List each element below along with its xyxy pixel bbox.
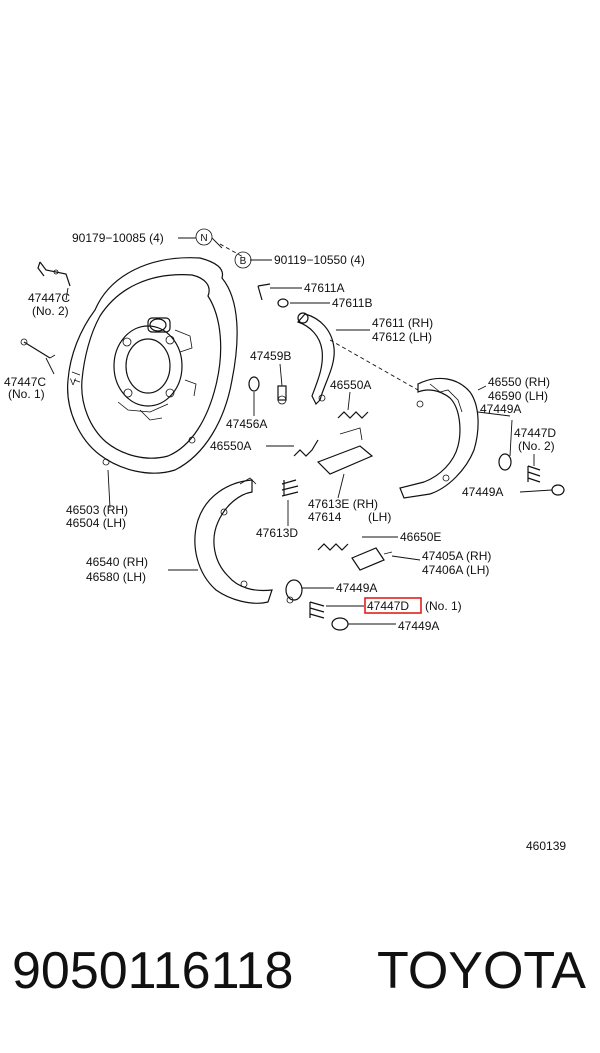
label-47456A: 47456A: [226, 417, 267, 431]
label-47613E-rh: 47613E (RH): [308, 497, 378, 511]
dash-line-1: [219, 243, 246, 259]
label-47459B: 47459B: [250, 349, 291, 363]
label-47612-lh: 47612 (LH): [372, 330, 432, 344]
highlight-box: [364, 597, 422, 614]
label-47613D: 47613D: [256, 526, 298, 540]
label-47614-lh: (LH): [368, 510, 391, 524]
label-47405A-rh: 47405A (RH): [422, 549, 491, 563]
label-46550A-upper: 46550A: [330, 378, 371, 392]
adjuster-parts: [285, 543, 393, 631]
svg-text:N: N: [200, 233, 207, 244]
label-47611B: 47611B: [332, 296, 372, 310]
small-parts-left: [20, 261, 71, 359]
label-47447C-no2: 47447C: [28, 291, 70, 305]
dash-line-2: [329, 339, 419, 391]
label-47449A-lower-1: 47449A: [336, 581, 377, 595]
label-46650E: 46650E: [400, 530, 441, 544]
label-46503-rh: 46503 (RH): [66, 503, 128, 517]
label-47447D-no1-sub: (No. 1): [425, 599, 462, 613]
label-47447D-no2-sub: (No. 2): [518, 439, 555, 453]
diagram-reference-number: 460139: [526, 839, 566, 853]
part-number: 9050116118: [12, 942, 294, 1000]
label-47406A-lh: 47406A (LH): [422, 563, 489, 577]
label-47449A-lower-2: 47449A: [398, 619, 439, 633]
leader-lines: [45, 237, 553, 625]
brand-name: TOYOTA: [377, 942, 586, 1000]
label-90119-10550: 90119−10550 (4): [274, 253, 365, 267]
brake-shoe-left-drawing: [194, 477, 273, 604]
label-47447D-no2: 47447D: [514, 426, 556, 440]
label-46590-lh: 46590 (LH): [488, 389, 548, 403]
svg-text:B: B: [240, 256, 247, 267]
label-90179-10085: 90179−10085 (4): [72, 231, 164, 245]
label-46504-lh: 46504 (LH): [66, 516, 126, 530]
brake-parts-diagram: V: [4, 228, 566, 853]
label-47614: 47614: [308, 510, 342, 524]
label-47449A-right-upper: 47449A: [480, 402, 521, 416]
label-46550-rh: 46550 (RH): [488, 375, 550, 389]
label-47447D-highlighted[interactable]: 47447D: [367, 599, 409, 613]
label-47447C-no1-sub: (No. 1): [8, 387, 45, 401]
label-47611-rh: 47611 (RH): [372, 316, 433, 330]
footer: 9050116118 TOYOTA: [0, 930, 600, 1020]
label-46550A-lower: 46550A: [210, 439, 251, 453]
svg-text:V: V: [70, 377, 76, 387]
parts-right-upper: [248, 283, 374, 497]
label-47447C-no2-sub: (No. 2): [32, 304, 69, 318]
label-46540-rh: 46540 (RH): [86, 555, 148, 569]
label-46580-lh: 46580 (LH): [86, 570, 146, 584]
label-47449A-right-lower: 47449A: [462, 485, 503, 499]
label-47611A: 47611A: [304, 281, 344, 295]
backing-plate-drawing: V: [67, 257, 238, 474]
circle-N-marker: N: [195, 228, 213, 246]
circle-B-marker: B: [234, 251, 252, 269]
label-47447C-no1: 47447C: [4, 375, 46, 389]
